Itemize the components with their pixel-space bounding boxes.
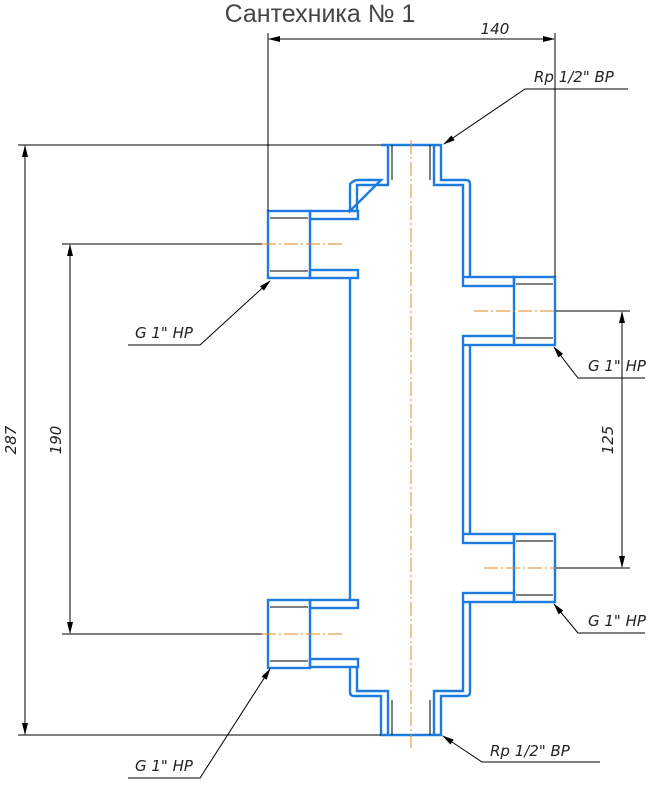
callout-bottom-outlet: Rp 1/2" ВР [490,742,571,760]
callout-left-upper: G 1" НР [135,324,194,342]
dim-label-287: 287 [2,425,20,454]
dim-label-190: 190 [47,426,65,455]
centerlines [262,140,556,750]
dim-label-125: 125 [599,426,617,455]
right-lower-fitting [461,532,557,604]
dimension-287 [18,144,381,736]
manifold-body [348,143,472,737]
dimension-190 [62,243,262,635]
dim-label-140: 140 [481,20,510,38]
callout-top-outlet: Rp 1/2" ВР [534,68,615,86]
callout-right-upper: G 1" НР [588,357,647,375]
dimension-125 [556,310,630,569]
callout-right-lower: G 1" НР [588,612,647,630]
leaders [128,88,645,779]
drawing-title: Сантехника № 1 [225,0,416,28]
dimension-140 [267,33,556,277]
callout-left-lower: G 1" НР [135,757,194,775]
